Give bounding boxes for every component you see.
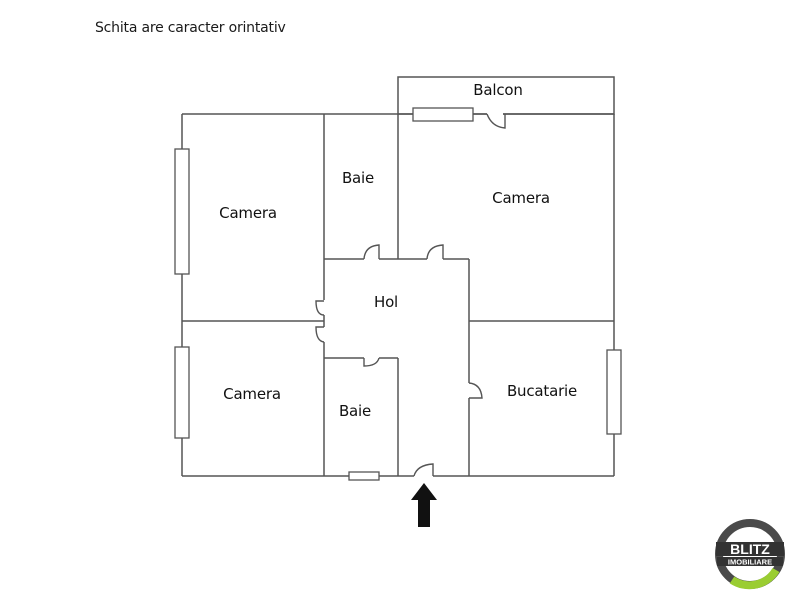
window-bucatarie (606, 349, 622, 435)
window-baie-bottom (348, 471, 380, 481)
logo-sub: IMOBILIARE (728, 558, 772, 567)
door-camera-top-right (426, 244, 444, 260)
window-balcony (412, 107, 474, 122)
room-label-balcon: Balcon (473, 81, 523, 99)
room-label-baie-bottom: Baie (338, 402, 372, 420)
window-camera-bottom-left (174, 346, 190, 439)
room-label-camera-bottom-left: Camera (223, 385, 281, 403)
room-label-baie-top: Baie (341, 169, 375, 187)
logo-brand: BLITZ (730, 541, 770, 557)
door-entrance (413, 463, 434, 477)
room-label-bucatarie: Bucatarie (506, 382, 578, 400)
room-label-camera-top-right: Camera (492, 189, 550, 207)
blitz-logo: BLITZ IMOBILIARE (715, 519, 785, 590)
window-camera-top-left (174, 148, 190, 275)
door-balcony (486, 113, 506, 129)
arrow-up-icon (411, 483, 437, 527)
door-camera-top-left (315, 300, 325, 316)
door-bucatarie (468, 382, 483, 399)
door-camera-bottom-left (315, 326, 325, 343)
door-baie-bottom (363, 357, 380, 367)
plan-caption: Schita are caracter orintativ (95, 20, 286, 36)
room-label-hol: Hol (373, 293, 399, 311)
room-label-camera-top-left: Camera (219, 204, 277, 222)
door-baie-top (363, 244, 380, 260)
